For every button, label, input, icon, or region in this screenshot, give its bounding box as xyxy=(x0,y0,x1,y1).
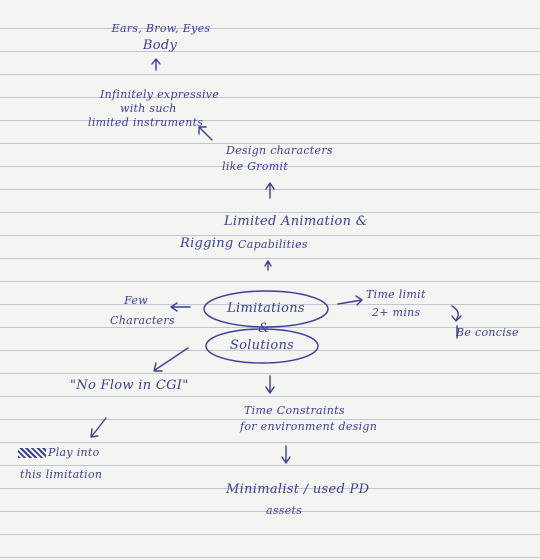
no-flow-label: "No Flow in CGI" xyxy=(70,378,189,393)
arrow-to-expressive xyxy=(198,126,213,141)
few-label: Few xyxy=(124,294,148,307)
limitations-label: Limitations xyxy=(227,301,305,316)
arrow-to-no-flow xyxy=(153,347,189,372)
arrow-to-play-into xyxy=(90,417,107,438)
characters-label: Characters xyxy=(110,314,175,327)
crossed-out-scribble xyxy=(18,448,46,458)
minimalist-label: Minimalist / used PD xyxy=(226,482,370,497)
arrow-to-limited-animation xyxy=(264,260,272,271)
arrow-to-design xyxy=(265,182,275,199)
be-concise-label: Be concise xyxy=(456,326,519,339)
ampersand-label: & xyxy=(258,321,270,336)
for-environment-label: for environment design xyxy=(240,420,378,433)
assets-label: assets xyxy=(266,504,303,517)
solutions-ellipse xyxy=(205,328,319,364)
design-line-2: like Gromit xyxy=(222,160,289,173)
time-limit-label: Time limit xyxy=(366,288,426,301)
expressive-line-1: Infinitely expressive xyxy=(100,88,220,101)
play-into-row: Play into xyxy=(18,446,100,459)
mins-label: 2+ mins xyxy=(372,306,421,319)
arrow-to-body xyxy=(151,58,161,71)
rigging-label: Rigging xyxy=(180,236,234,251)
arrow-to-time-constraints xyxy=(265,375,275,394)
body-label: Body xyxy=(142,38,178,53)
play-into-label: Play into xyxy=(48,446,100,459)
expressive-line-2: with such xyxy=(120,102,177,115)
arrow-to-few-characters xyxy=(170,302,191,312)
solutions-label: Solutions xyxy=(229,338,295,353)
this-limitation-label: this limitation xyxy=(20,468,103,481)
expressive-line-3: limited instruments xyxy=(88,116,204,129)
arrow-to-minimalist xyxy=(281,445,291,464)
arrow-to-be-concise xyxy=(451,305,462,322)
ears-brow-eyes-label: Ears, Brow, Eyes xyxy=(111,22,211,35)
capabilities-label: Capabilities xyxy=(238,238,308,251)
limitations-ellipse xyxy=(203,290,329,328)
arrow-to-time-limit xyxy=(337,295,363,306)
design-line-1: Design characters xyxy=(226,144,333,157)
limited-animation-label: Limited Animation & xyxy=(224,214,368,229)
time-constraints-label: Time Constraints xyxy=(244,404,345,417)
